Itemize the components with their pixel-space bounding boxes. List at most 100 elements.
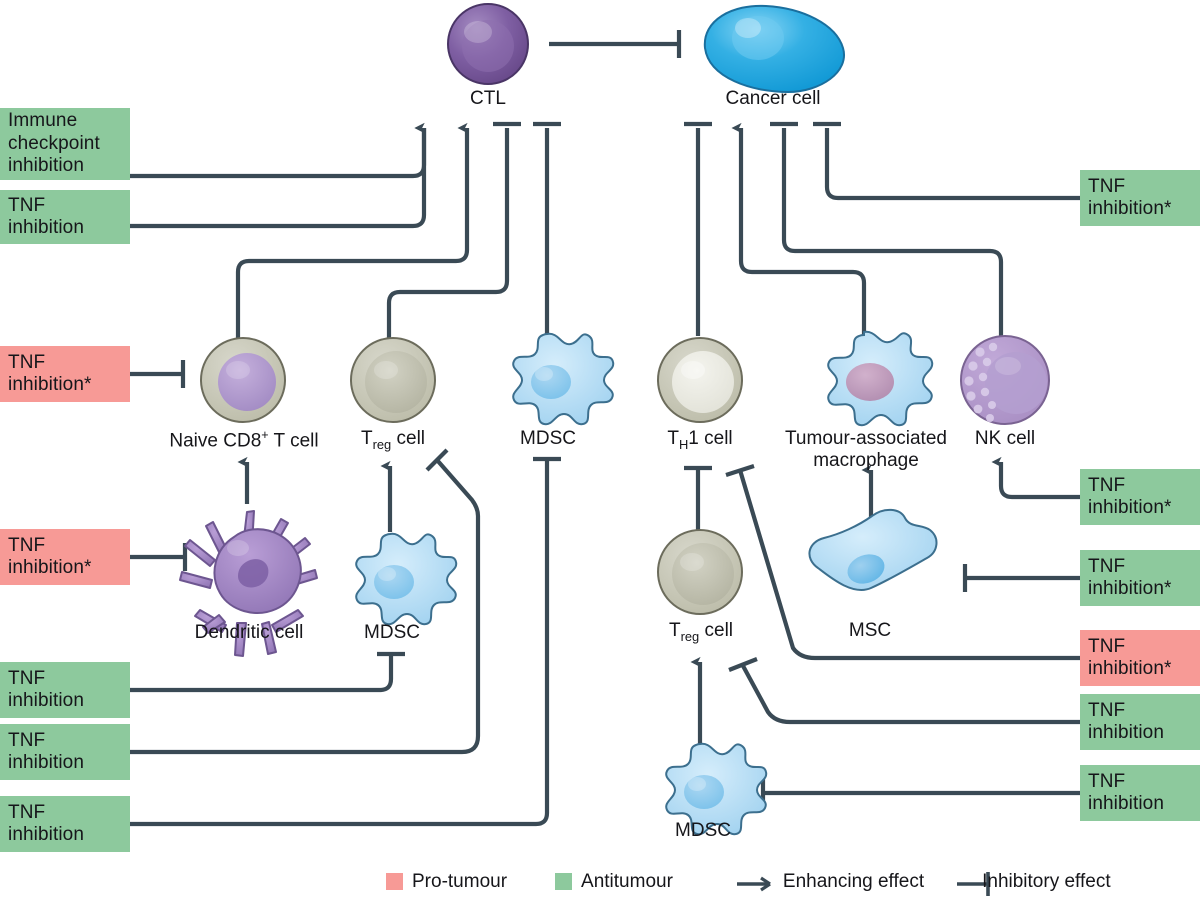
edge-tnf-inhibits-mdscbottom	[760, 779, 1080, 807]
legend-label: Enhancing effect	[782, 870, 925, 892]
edge-tregleft-inhibits-ctl	[386, 121, 521, 340]
cell-ctl	[447, 3, 529, 85]
box-tnf-inhibition-nk[interactable]: TNF inhibition*	[1080, 469, 1200, 525]
edge-tnf-inhibits-dendritic	[130, 543, 188, 571]
cell-treg-right	[657, 529, 743, 615]
box-line: checkpoint	[8, 132, 100, 154]
box-line: inhibition*	[8, 557, 92, 578]
label-th1-cell: TH1 cell	[650, 428, 750, 452]
box-line: inhibition*	[1088, 198, 1172, 219]
box-line: TNF	[1088, 175, 1126, 197]
box-line: TNF	[8, 729, 46, 751]
legend-item-antitumour: Antitumour	[555, 871, 673, 893]
label-msc: MSC	[848, 620, 892, 641]
edge-tnf-inhibits-tregleft	[130, 448, 481, 755]
box-line: TNF	[1088, 635, 1126, 657]
edge-tnf-inhibits-mdscmid	[130, 651, 405, 693]
label-part: cell	[699, 620, 734, 641]
edge-tnf-to-ctl	[130, 122, 427, 229]
edge-tnf-to-nk	[991, 456, 1080, 500]
box-tnf-inhibition-ctl[interactable]: TNF inhibition	[0, 190, 130, 244]
label-line: Tumour-associated	[785, 428, 947, 449]
box-line: inhibition*	[1088, 578, 1172, 599]
edge-tam-to-cancer	[731, 122, 867, 336]
box-tnf-inhibition-th1[interactable]: TNF inhibition	[1080, 694, 1200, 750]
label-part: T cell	[268, 430, 319, 452]
label-part: 1 cell	[688, 428, 733, 449]
edge-checkpoint-to-ctl	[130, 122, 427, 179]
label-sub: reg	[372, 436, 392, 452]
label-mdsc-bottom: MDSC	[675, 820, 731, 841]
box-line: inhibition*	[8, 374, 92, 395]
box-line: inhibition	[8, 824, 84, 845]
label-part: cell	[391, 428, 426, 449]
box-line: TNF	[8, 667, 46, 689]
box-line: inhibition	[8, 155, 84, 177]
label-mdsc-top: MDSC	[520, 428, 576, 449]
label-sup: +	[261, 428, 269, 442]
legend-label: Antitumour	[581, 870, 673, 892]
box-tnf-inhibition-mdsc-top[interactable]: TNF inhibition	[0, 796, 130, 852]
cell-th1	[657, 337, 743, 423]
box-line: TNF	[8, 194, 46, 216]
box-line: inhibition	[8, 690, 84, 711]
edge-mdsctop-inhibits-ctl	[533, 121, 561, 336]
edge-tnf-inhibits-naivecd8	[130, 360, 186, 388]
cell-tumour-associated-macrophage	[827, 330, 934, 427]
cell-mdsc-top	[512, 332, 615, 426]
label-part: T	[667, 428, 679, 449]
label-mdsc-mid-left: MDSC	[364, 622, 420, 643]
box-line: inhibition	[1088, 793, 1164, 814]
edge-tregright-inhibits-th1	[684, 465, 712, 538]
edge-naivecd8-to-ctl	[235, 122, 470, 340]
box-line: inhibition*	[1088, 497, 1172, 518]
edge-tnf-inhibits-tregright	[728, 657, 1080, 725]
box-tnf-inhibition-treg-left[interactable]: TNF inhibition	[0, 724, 130, 780]
label-part: T	[360, 428, 373, 449]
label-naive-cd8-t-cell: Naive CD8+ T cell	[163, 428, 325, 452]
legend-item-inhibitory: Inhibitory effect	[982, 871, 1111, 893]
label-sub: H	[678, 436, 689, 452]
cell-cancer	[703, 4, 846, 94]
protumour-swatch	[386, 873, 403, 890]
cell-naive-cd8	[200, 337, 286, 423]
label-line: macrophage	[813, 450, 919, 472]
box-tnf-inhibition-tam[interactable]: TNF inhibition*	[1080, 630, 1200, 686]
box-line: TNF	[1088, 699, 1126, 721]
legend-item-protumour: Pro-tumour	[386, 871, 507, 893]
label-treg-cell-right: Treg cell	[648, 620, 754, 644]
box-immune-checkpoint-inhibition[interactable]: Immune checkpoint inhibition	[0, 108, 130, 180]
box-tnf-inhibition-cancer[interactable]: TNF inhibition*	[1080, 170, 1200, 226]
legend-label: Inhibitory effect	[982, 870, 1111, 892]
box-tnf-inhibition-naive-cd8[interactable]: TNF inhibition*	[0, 346, 130, 402]
legend-item-enhancing: Enhancing effect	[783, 871, 924, 893]
edge-tnfright-inhibits-cancer	[813, 121, 1080, 201]
edge-ctl-inhibits-cancer	[549, 30, 682, 58]
cell-treg-left	[350, 337, 436, 423]
label-nk-cell: NK cell	[974, 428, 1036, 449]
cell-msc	[808, 508, 938, 591]
label-cancer-cell: Cancer cell	[725, 88, 821, 109]
label-part: Naive CD8	[169, 430, 262, 452]
box-line: TNF	[1088, 555, 1126, 577]
box-line: inhibition	[1088, 722, 1164, 743]
legend-label: Pro-tumour	[412, 870, 508, 892]
box-tnf-inhibition-msc[interactable]: TNF inhibition*	[1080, 550, 1200, 606]
edge-th1-inhibits-cancer	[684, 121, 712, 336]
box-line: TNF	[1088, 770, 1126, 792]
box-line: TNF	[8, 801, 46, 823]
box-line: inhibition*	[1088, 658, 1172, 679]
box-line: inhibition	[8, 752, 84, 773]
box-tnf-inhibition-mdsc-bottom[interactable]: TNF inhibition	[1080, 765, 1200, 821]
box-line: TNF	[8, 351, 46, 373]
box-line: Immune	[8, 110, 78, 132]
box-tnf-inhibition-dendritic[interactable]: TNF inhibition*	[0, 529, 130, 585]
box-tnf-inhibition-mdsc-mid[interactable]: TNF inhibition	[0, 662, 130, 718]
legend: Pro-tumour Antitumour Enhancing effect I…	[370, 859, 1200, 904]
label-ctl: CTL	[470, 88, 506, 109]
label-treg-cell-left: Treg cell	[340, 428, 446, 452]
label-part: T	[668, 620, 681, 641]
antitumour-swatch	[555, 873, 573, 890]
